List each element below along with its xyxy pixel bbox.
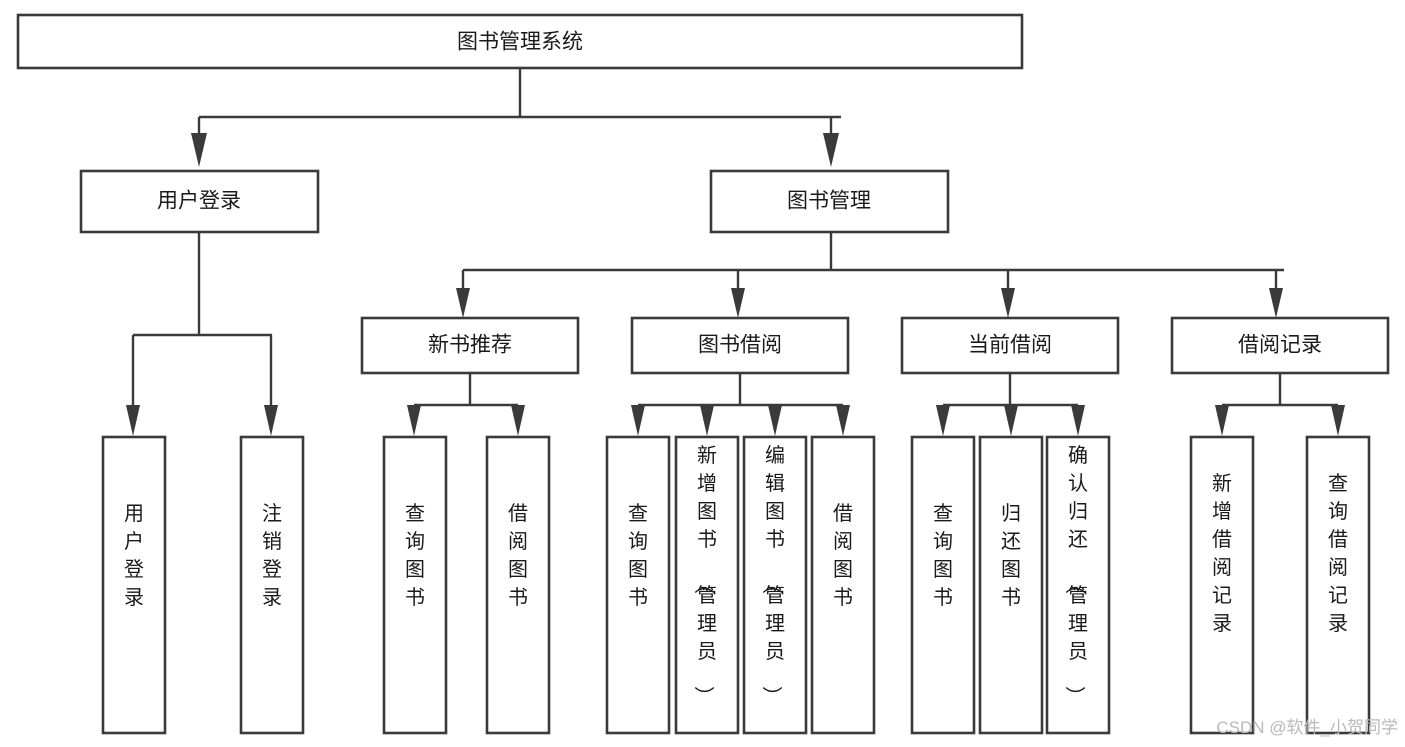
node-leaf-add-record[interactable]: 新增借阅记录 [1189, 435, 1255, 735]
arrow-head-leaf-edit-book [768, 405, 782, 436]
node-user-login[interactable]: 用户登录 [79, 169, 320, 234]
node-leaf-confirm-return[interactable]: 确认归还（管理员） [1045, 435, 1111, 735]
node-leaf-user-logout-label: 注销登录 [262, 502, 282, 609]
arrow-head-current-borrow [1001, 288, 1015, 318]
node-leaf-user-login[interactable]: 用户登录 [101, 435, 167, 735]
node-leaf-confirm-return-box[interactable] [1045, 435, 1111, 735]
arrow-head-leaf-return-book [1004, 405, 1018, 436]
node-leaf-query-book-2[interactable]: 查询图书 [605, 435, 671, 735]
node-leaf-query-book-3-label: 查询图书 [933, 502, 953, 609]
node-leaf-query-book-1[interactable]: 查询图书 [382, 435, 448, 735]
node-leaf-borrow-book-1-box[interactable] [485, 435, 551, 735]
node-leaf-add-book-label: 新增图书（管理员） [692, 444, 717, 706]
node-leaf-query-book-2-box[interactable] [605, 435, 671, 735]
arrow-head-leaf-user-logout [264, 405, 278, 436]
node-leaf-query-record[interactable]: 查询借阅记录 [1305, 435, 1371, 735]
node-leaf-borrow-book-2-label: 借阅图书 [833, 502, 853, 609]
arrow-head-book-borrow [731, 288, 745, 318]
connector-new-book-recommend-to-leaves [407, 373, 525, 436]
node-leaf-query-book-3-box[interactable] [910, 435, 976, 735]
arrow-head-leaf-add-record [1215, 405, 1229, 436]
node-leaf-edit-book[interactable]: 编辑图书（管理员） [742, 435, 808, 735]
node-leaf-query-book-1-box[interactable] [382, 435, 448, 735]
arrow-head-leaf-user-login [126, 405, 140, 436]
node-user-login-label: 用户登录 [157, 190, 241, 213]
node-leaf-user-login-box[interactable] [101, 435, 167, 735]
node-new-book-recommend-box[interactable] [360, 316, 580, 375]
node-book-manage-box[interactable] [709, 169, 950, 234]
node-leaf-edit-book-box[interactable] [742, 435, 808, 735]
node-leaf-query-book-2-label: 查询图书 [628, 502, 648, 609]
arrow-head-new-book-recommend [456, 288, 470, 318]
node-leaf-user-logout[interactable]: 注销登录 [239, 435, 305, 735]
connector-book-borrow-to-leaves [631, 373, 850, 436]
arrow-head-book-manage [823, 133, 839, 167]
node-book-borrow-box[interactable] [630, 316, 850, 375]
node-book-manage-label: 图书管理 [787, 190, 871, 213]
node-current-borrow-box[interactable] [900, 316, 1120, 375]
node-borrow-record-box[interactable] [1170, 316, 1390, 375]
node-book-manage[interactable]: 图书管理 [709, 169, 950, 234]
node-current-borrow-label: 当前借阅 [968, 334, 1052, 357]
connector-book-manage-to-level2 [456, 232, 1284, 318]
node-leaf-add-book[interactable]: 新增图书（管理员） [674, 435, 740, 735]
node-borrow-record[interactable]: 借阅记录 [1170, 316, 1390, 375]
node-borrow-record-label: 借阅记录 [1238, 334, 1322, 357]
csdn-watermark: CSDN @软件_小贺同学 [1216, 718, 1398, 737]
node-leaf-return-book[interactable]: 归还图书 [978, 435, 1044, 735]
node-leaf-return-book-box[interactable] [978, 435, 1044, 735]
node-current-borrow[interactable]: 当前借阅 [900, 316, 1120, 375]
node-leaf-borrow-book-1-label: 借阅图书 [508, 502, 528, 609]
node-leaf-user-logout-box[interactable] [239, 435, 305, 735]
arrow-head-leaf-query-book-3 [936, 405, 950, 436]
node-book-borrow-label: 图书借阅 [698, 334, 782, 357]
connector-current-borrow-to-leaves [936, 373, 1085, 436]
node-new-book-recommend-label: 新书推荐 [428, 334, 512, 357]
node-leaf-user-login-label: 用户登录 [124, 503, 144, 609]
arrow-head-leaf-borrow-book-1 [511, 405, 525, 436]
arrow-head-leaf-query-book-1 [407, 405, 421, 436]
arrow-head-leaf-confirm-return [1071, 405, 1085, 436]
connector-user-login-to-leaves [126, 232, 278, 436]
node-leaf-query-record-box[interactable] [1305, 435, 1371, 735]
node-leaf-borrow-book-1[interactable]: 借阅图书 [485, 435, 551, 735]
arrow-head-user-login [191, 133, 207, 167]
connector-borrow-record-to-leaves [1215, 373, 1345, 436]
arrow-head-leaf-add-book [700, 405, 714, 436]
node-leaf-borrow-book-2[interactable]: 借阅图书 [810, 435, 876, 735]
node-leaf-confirm-return-label: 确认归还（管理员） [1063, 444, 1088, 706]
node-leaf-return-book-label: 归还图书 [1001, 502, 1021, 609]
node-leaf-query-book-1-label: 查询图书 [405, 502, 425, 609]
node-new-book-recommend[interactable]: 新书推荐 [360, 316, 580, 375]
node-leaf-query-book-3[interactable]: 查询图书 [910, 435, 976, 735]
arrow-head-leaf-borrow-book-2 [836, 405, 850, 436]
arrow-head-borrow-record [1269, 288, 1283, 318]
node-root[interactable]: 图书管理系统 [16, 13, 1024, 70]
node-leaf-borrow-book-2-box[interactable] [810, 435, 876, 735]
arrow-head-leaf-query-record [1331, 405, 1345, 436]
node-root-label: 图书管理系统 [457, 31, 583, 54]
arrow-head-leaf-query-book-2 [631, 405, 645, 436]
node-leaf-add-book-box[interactable] [674, 435, 740, 735]
node-user-login-box[interactable] [79, 169, 320, 234]
node-leaf-query-record-label: 查询借阅记录 [1328, 472, 1348, 635]
node-root-box[interactable] [16, 13, 1024, 70]
node-leaf-add-record-label: 新增借阅记录 [1212, 472, 1232, 635]
node-leaf-edit-book-label: 编辑图书（管理员） [760, 444, 785, 706]
connector-root-to-level1 [191, 68, 841, 167]
node-book-borrow[interactable]: 图书借阅 [630, 316, 850, 375]
node-leaf-add-record-box[interactable] [1189, 435, 1255, 735]
